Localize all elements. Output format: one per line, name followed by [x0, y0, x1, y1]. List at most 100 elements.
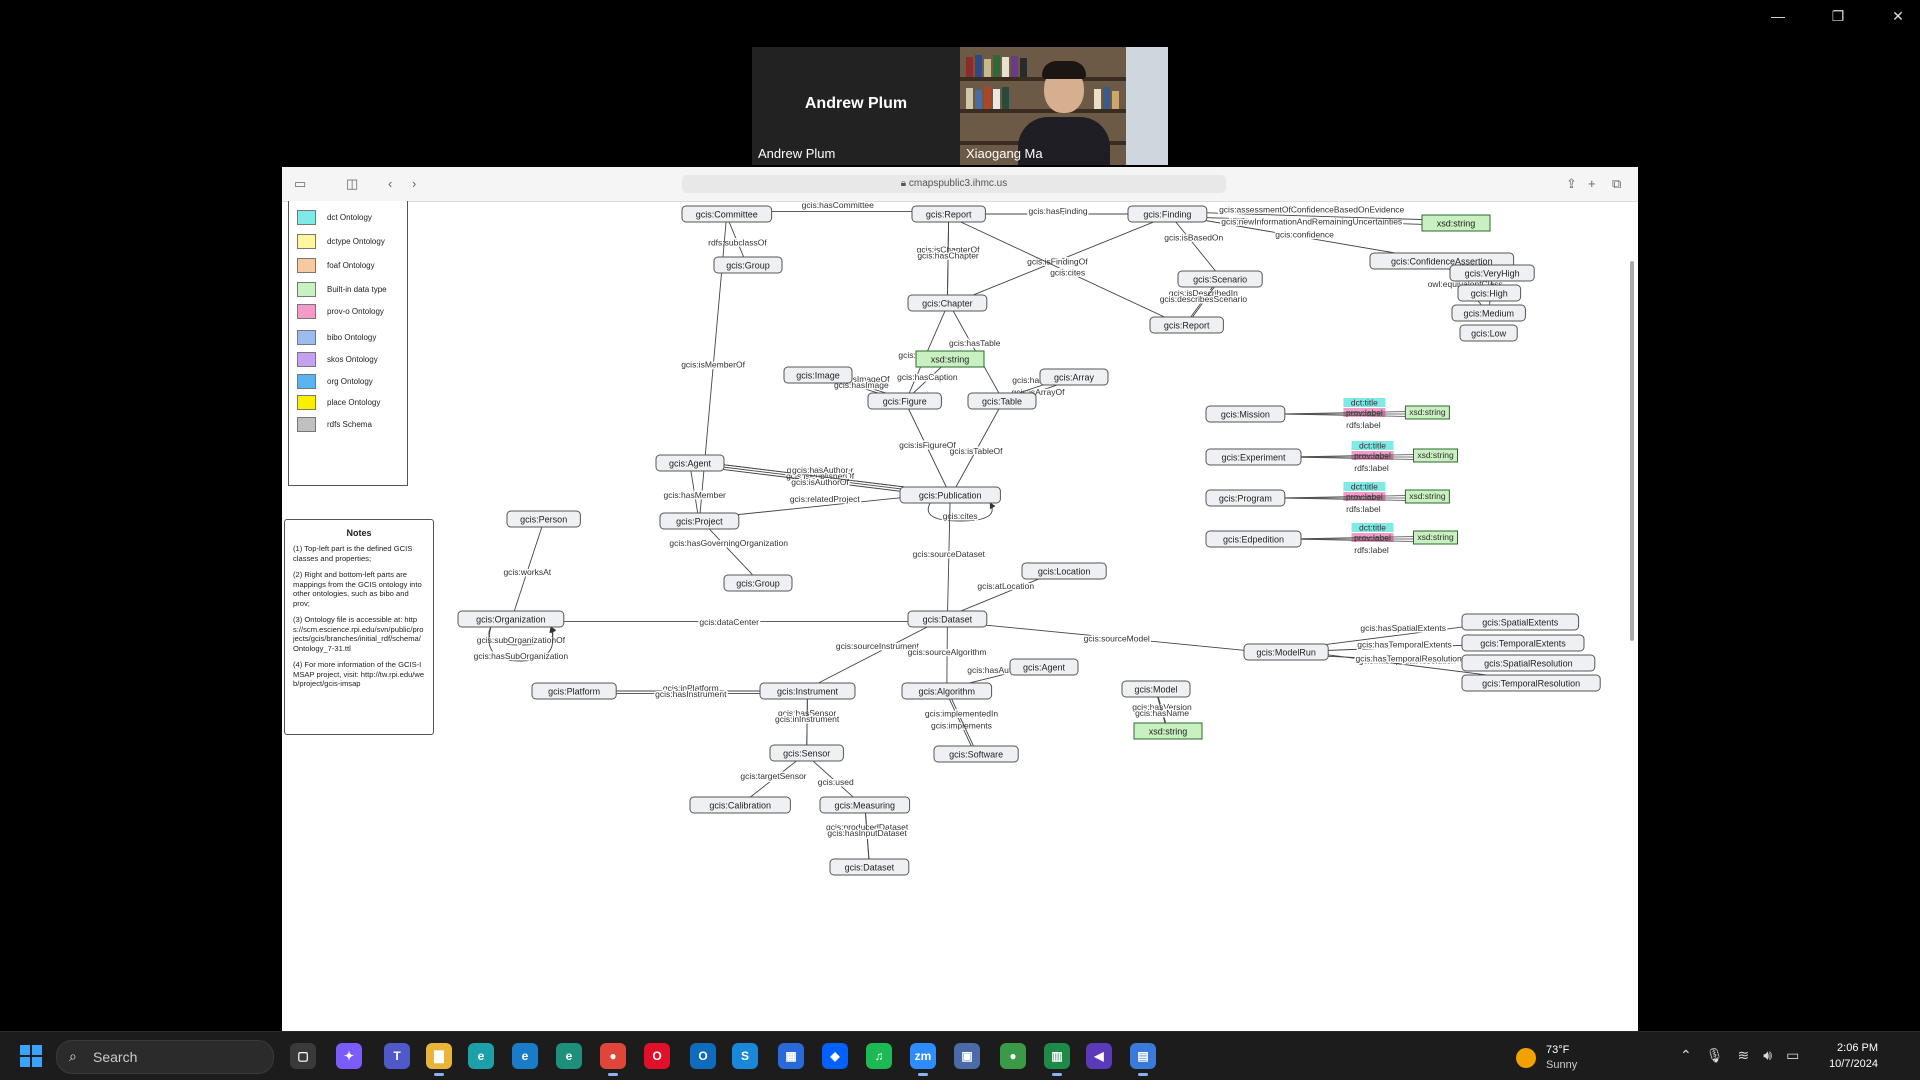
concept-node[interactable]: gcis:Model	[1121, 680, 1191, 698]
share-icon[interactable]: ⇪	[1566, 176, 1577, 191]
concept-node[interactable]: gcis:Group	[723, 574, 793, 592]
remote-app-icon[interactable]: ▣	[954, 1043, 980, 1069]
concept-node[interactable]: gcis:Chapter	[907, 294, 988, 312]
concept-node[interactable]: gcis:Edpedition	[1205, 530, 1302, 548]
concept-node[interactable]: gcis:Committee	[681, 205, 773, 223]
concept-node[interactable]: gcis:Image	[783, 366, 853, 384]
concept-node-box	[915, 350, 985, 368]
chrome-app-icon[interactable]: ●	[600, 1043, 626, 1076]
concept-node[interactable]: gcis:Array	[1039, 368, 1109, 386]
zoom-app-icon[interactable]: zm	[910, 1043, 936, 1076]
participant-tile-xiaogang[interactable]: Xiaogang Ma	[960, 47, 1168, 165]
microphone-icon[interactable]: 🎙︎	[1705, 1047, 1724, 1063]
concept-node[interactable]: gcis:Scenario	[1177, 270, 1263, 288]
tab-group-icon[interactable]: ◫	[346, 176, 359, 191]
battery-icon[interactable]: ▭	[1786, 1047, 1800, 1063]
chevron-up-icon[interactable]: ⌃	[1680, 1047, 1692, 1063]
start-button[interactable]	[20, 1045, 42, 1067]
relation-edge: gcis:cites	[948, 215, 1188, 328]
relation-edge: gcis:sourceAlgorithm	[906, 618, 988, 692]
concept-node[interactable]: gcis:Measuring	[819, 796, 911, 814]
concept-node[interactable]: gcis:Calibration	[689, 796, 791, 814]
concept-node[interactable]: xsd:string	[1133, 722, 1203, 740]
concept-node[interactable]: gcis:Figure	[867, 392, 942, 410]
sun-icon	[1516, 1048, 1536, 1068]
minimize-icon[interactable]: —	[1771, 8, 1785, 24]
concept-node[interactable]: gcis:High	[1457, 284, 1522, 302]
edge-beta-app-icon[interactable]: e	[512, 1043, 538, 1069]
concept-node[interactable]: gcis:ModelRun	[1243, 643, 1329, 661]
task-view-app-icon[interactable]: ▢	[290, 1043, 316, 1069]
vertical-scrollbar[interactable]	[1630, 261, 1634, 641]
participant-tile-andrew[interactable]: Andrew Plum Andrew Plum	[752, 47, 960, 165]
sidebar-toggle-icon[interactable]: ▭	[294, 176, 307, 191]
concept-node[interactable]: gcis:Organization	[457, 610, 565, 628]
concept-node[interactable]: gcis:Person	[506, 510, 581, 528]
chrome-2-app-icon[interactable]: ●	[1000, 1043, 1026, 1069]
file-explorer-app-icon[interactable]: ▇	[426, 1043, 452, 1076]
concept-node[interactable]: gcis:Dataset	[829, 858, 910, 876]
notepad-app-icon[interactable]: ▤	[1130, 1043, 1156, 1076]
spotify-app-icon[interactable]: ♫	[866, 1043, 892, 1069]
new-tab-icon[interactable]: +	[1588, 176, 1596, 191]
concept-node[interactable]: gcis:TemporalResolution	[1461, 674, 1601, 692]
concept-node[interactable]: gcis:Report	[1149, 316, 1224, 334]
restore-icon[interactable]: ❐	[1831, 8, 1845, 24]
edge-app-icon[interactable]: e	[468, 1043, 494, 1069]
concept-node[interactable]: gcis:Agent	[1009, 658, 1079, 676]
dropbox-app-icon[interactable]: ◆	[822, 1043, 848, 1069]
concept-node[interactable]: gcis:Location	[1021, 562, 1107, 580]
concept-node[interactable]: gcis:Instrument	[759, 682, 856, 700]
concept-node-label: gcis:Edpedition	[1223, 535, 1284, 545]
edge-dev-app-icon[interactable]: e	[556, 1043, 582, 1069]
vs-app-icon[interactable]: ◀	[1086, 1043, 1112, 1069]
sheets-app-icon[interactable]: ▥	[1044, 1043, 1070, 1076]
teams-app-icon[interactable]: T	[384, 1043, 410, 1069]
concept-node[interactable]: gcis:Software	[933, 745, 1019, 763]
close-icon[interactable]: ✕	[1892, 8, 1904, 24]
taskbar-search[interactable]: ⌕ Search	[56, 1040, 274, 1074]
concept-node[interactable]: gcis:Experiment	[1205, 448, 1302, 466]
concept-node[interactable]: gcis:TemporalExtents	[1461, 634, 1585, 652]
concept-node[interactable]: gcis:SpatialResolution	[1461, 654, 1596, 672]
relation-edge: gcis:sourceInstrument	[806, 616, 948, 690]
concept-node[interactable]: gcis:Group	[713, 256, 783, 274]
store-app-icon[interactable]: ▦	[778, 1043, 804, 1069]
concept-node-label: xsd:string	[1437, 219, 1476, 229]
concept-node[interactable]: gcis:Mission	[1205, 405, 1286, 423]
concept-node[interactable]: gcis:Sensor	[769, 744, 844, 762]
app-s-app-icon[interactable]: S	[732, 1043, 758, 1069]
wifi-icon[interactable]: ≋	[1737, 1047, 1750, 1063]
concept-node[interactable]: gcis:Finding	[1127, 205, 1208, 223]
clock[interactable]: 2:06 PM 10/7/2024	[1818, 1040, 1878, 1072]
relation-edge: gcis:targetSensor	[739, 752, 808, 806]
forward-icon[interactable]: ›	[412, 176, 417, 191]
opera-app-icon[interactable]: O	[644, 1043, 670, 1069]
concept-node[interactable]: gcis:Project	[659, 512, 740, 530]
concept-node[interactable]: gcis:Low	[1459, 324, 1518, 342]
concept-node[interactable]: xsd:string	[1421, 214, 1491, 232]
concept-node-box	[1149, 316, 1224, 334]
speaker-icon[interactable]: 🔊︎	[1763, 1047, 1773, 1063]
xsd-literal-label: xsd:string	[1417, 532, 1454, 542]
concept-node[interactable]: gcis:Dataset	[907, 610, 988, 628]
concept-node[interactable]: gcis:Algorithm	[901, 682, 993, 700]
concept-node[interactable]: gcis:VeryHigh	[1449, 264, 1535, 282]
concept-node[interactable]: gcis:Program	[1205, 489, 1286, 507]
url-bar[interactable]: 🔒︎ cmapspublic3.ihmc.us	[682, 175, 1226, 193]
concept-node[interactable]: gcis:Medium	[1451, 304, 1526, 322]
copilot-app-icon[interactable]: ✦	[336, 1043, 362, 1069]
outlook-app-icon[interactable]: O	[690, 1043, 716, 1069]
concept-node[interactable]: gcis:Table	[967, 392, 1037, 410]
concept-node[interactable]: xsd:string	[915, 350, 985, 368]
concept-node[interactable]: gcis:SpatialExtents	[1461, 613, 1580, 631]
concept-node[interactable]: gcis:Platform	[531, 682, 617, 700]
back-icon[interactable]: ‹	[388, 176, 393, 191]
concept-node[interactable]: gcis:Agent	[655, 454, 725, 472]
concept-node[interactable]: gcis:Report	[911, 205, 986, 223]
relation-label: gcis:hasSubOrganization	[474, 651, 569, 661]
concept-node[interactable]: gcis:Publication	[899, 486, 1001, 504]
tabs-overview-icon[interactable]: ⧉	[1612, 176, 1622, 191]
relation-label: gcis:sourceDataset	[913, 549, 986, 559]
